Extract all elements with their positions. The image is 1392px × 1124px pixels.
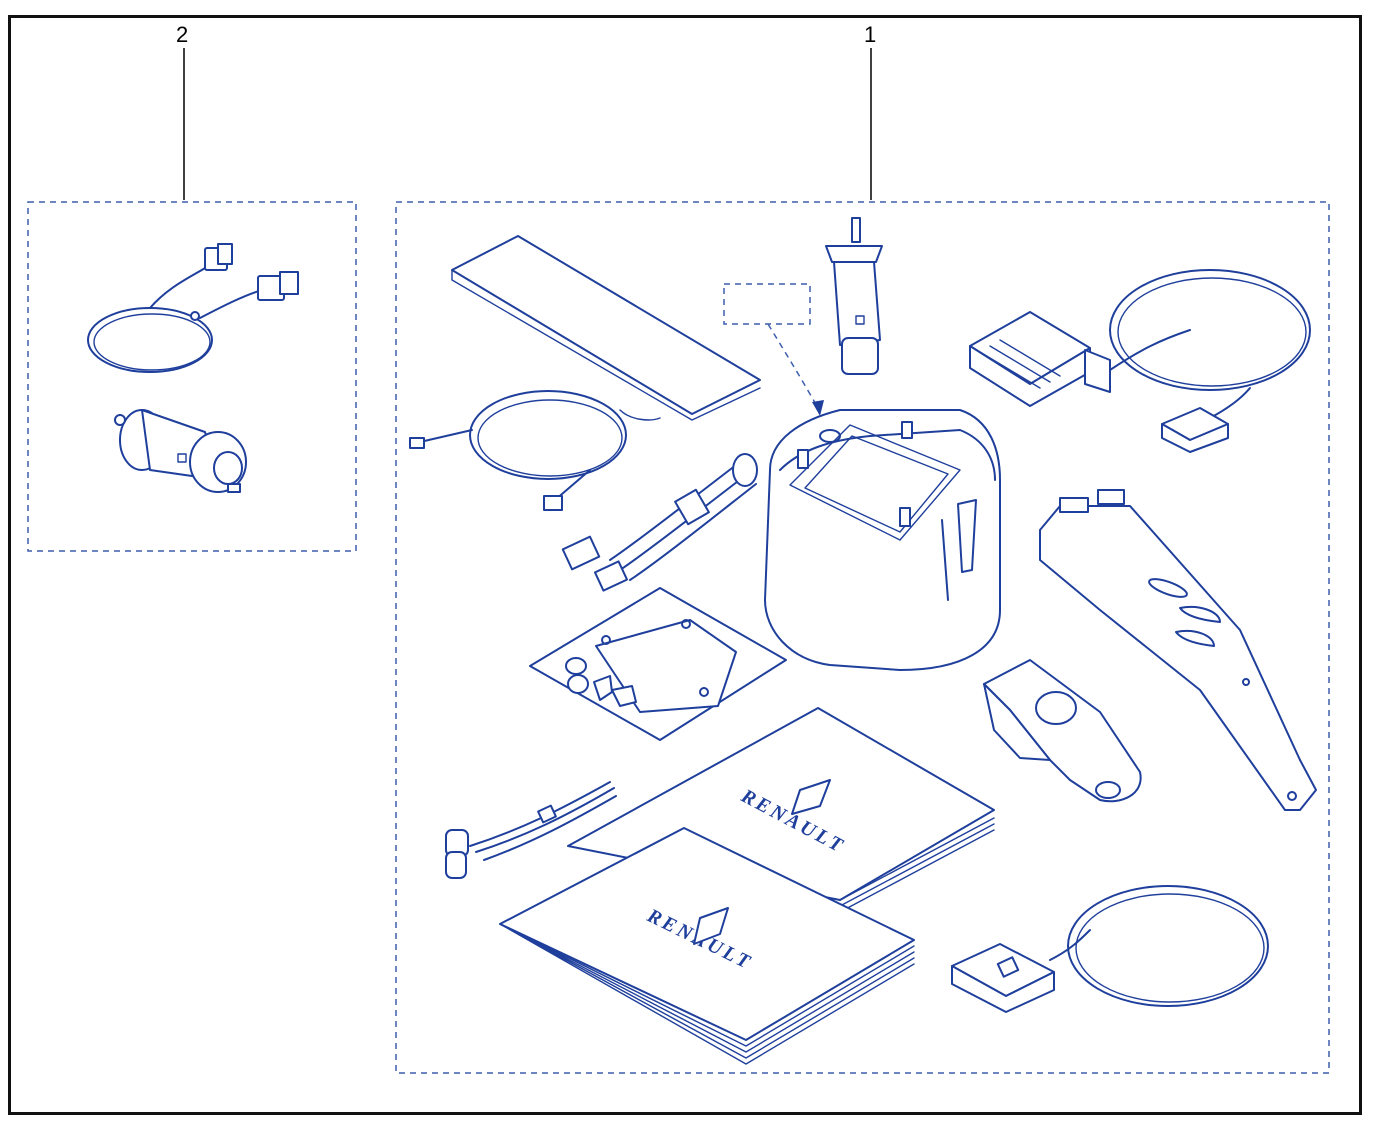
callout-2-label: 2 <box>176 22 189 47</box>
booklet-front-logo <box>693 907 729 945</box>
mounting-bracket-small <box>983 659 1142 803</box>
kit-2-wiring-harness <box>87 243 299 373</box>
wire-bundle <box>561 453 758 592</box>
sensor-bolt <box>825 217 883 375</box>
reference-label-box <box>723 283 811 325</box>
kit-2-sensor-unit <box>114 409 247 493</box>
instruction-booklet-front: RENAULT <box>499 827 915 1065</box>
kit-1-group-box <box>395 201 1330 1074</box>
reference-arrow <box>767 323 819 409</box>
adhesive-strip <box>451 235 761 421</box>
small-cable-loom <box>445 781 617 879</box>
multi-pin-connector-harness <box>969 269 1311 453</box>
callout-1-label: 1 <box>864 22 877 47</box>
temperature-probe-cable <box>409 390 627 511</box>
booklet-back-logo <box>791 779 831 815</box>
diagram-frame <box>8 15 1362 1115</box>
mounting-bracket-large <box>1039 489 1317 811</box>
reference-arrowhead <box>812 400 824 416</box>
fixing-kit-bag <box>529 587 787 741</box>
main-control-unit <box>764 409 1001 671</box>
connector-harness-bottom <box>951 885 1269 1013</box>
kit-2-group-box <box>27 201 357 552</box>
